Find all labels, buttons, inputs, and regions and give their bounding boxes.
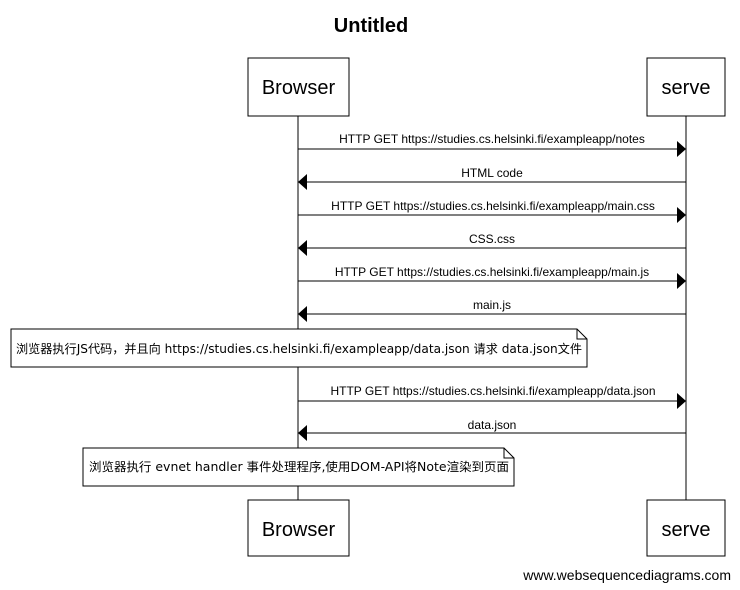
message-label: data.json <box>468 418 517 432</box>
message-label: HTTP GET https://studies.cs.helsinki.fi/… <box>330 384 655 398</box>
note-label: 浏览器执行JS代码，并且向 https://studies.cs.helsink… <box>16 341 582 356</box>
server-actor-top: serve <box>646 57 726 117</box>
message-label: HTML code <box>461 166 523 180</box>
message-2: HTML code <box>298 166 686 190</box>
server-actor-label: serve <box>662 519 711 541</box>
server-actor-bottom: serve <box>646 499 726 557</box>
server-actor-label: serve <box>662 77 711 99</box>
message-label: CSS.css <box>469 232 515 246</box>
browser-actor-label: Browser <box>262 77 336 99</box>
message-8: data.json <box>298 418 686 441</box>
arrow-right-icon <box>677 393 686 409</box>
browser-actor-top: Browser <box>247 57 350 117</box>
arrow-left-icon <box>298 306 307 322</box>
message-7: HTTP GET https://studies.cs.helsinki.fi/… <box>298 384 686 409</box>
message-1: HTTP GET https://studies.cs.helsinki.fi/… <box>298 132 686 157</box>
browser-actor-bottom: Browser <box>247 499 350 557</box>
message-5: HTTP GET https://studies.cs.helsinki.fi/… <box>298 265 686 289</box>
note-2: 浏览器执行 evnet handler 事件处理程序,使用DOM-API将Not… <box>82 447 515 487</box>
note-1: 浏览器执行JS代码，并且向 https://studies.cs.helsink… <box>10 328 588 368</box>
message-label: main.js <box>473 298 511 312</box>
footer-credit: www.websequencediagrams.com <box>522 567 731 583</box>
arrow-right-icon <box>677 207 686 223</box>
message-label: HTTP GET https://studies.cs.helsinki.fi/… <box>335 265 649 279</box>
arrow-right-icon <box>677 273 686 289</box>
browser-actor-label: Browser <box>262 519 336 541</box>
message-6: main.js <box>298 298 686 322</box>
arrow-right-icon <box>677 141 686 157</box>
arrow-left-icon <box>298 240 307 256</box>
arrow-left-icon <box>298 174 307 190</box>
note-label: 浏览器执行 evnet handler 事件处理程序,使用DOM-API将Not… <box>89 459 509 474</box>
message-3: HTTP GET https://studies.cs.helsinki.fi/… <box>298 199 686 223</box>
arrow-left-icon <box>298 425 307 441</box>
message-4: CSS.css <box>298 232 686 256</box>
message-label: HTTP GET https://studies.cs.helsinki.fi/… <box>339 132 645 146</box>
message-label: HTTP GET https://studies.cs.helsinki.fi/… <box>331 199 655 213</box>
diagram-title: Untitled <box>334 15 408 37</box>
